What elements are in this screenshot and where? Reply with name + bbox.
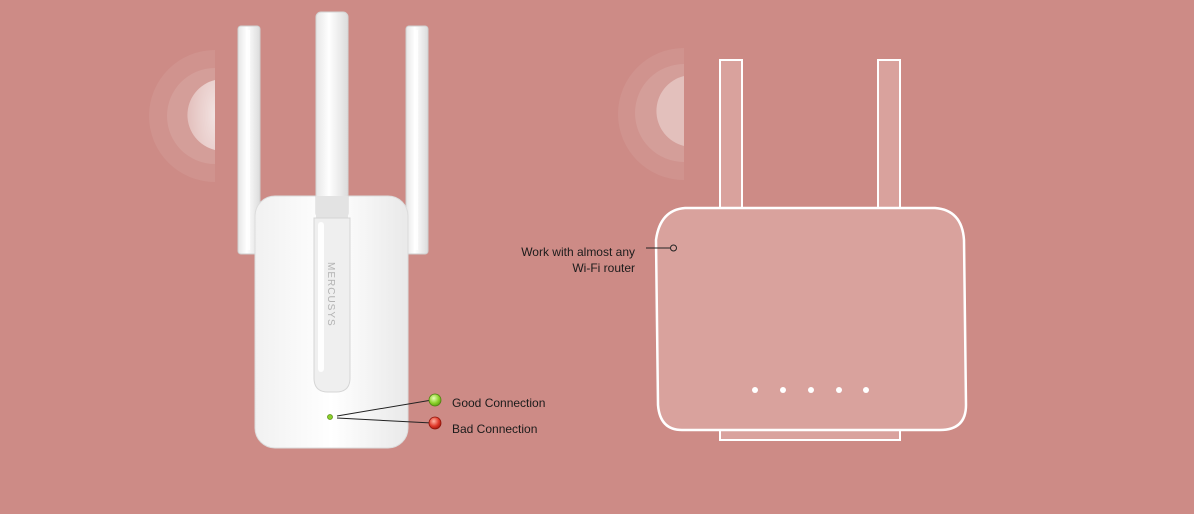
- bad-connection-label: Bad Connection: [452, 422, 538, 436]
- router-compatibility-caption: Work with almost any Wi-Fi router: [521, 245, 635, 275]
- bad-connection-pointer-line: [336, 417, 433, 424]
- router-indicator-lights: [752, 387, 869, 393]
- router-outline-image: [654, 59, 968, 441]
- bad-connection-indicator-icon: [428, 416, 442, 430]
- brand-logo: MERCUSYS: [325, 262, 336, 327]
- good-connection-indicator-icon: [428, 393, 442, 407]
- wifi-signal-waves-right-icon: [618, 48, 684, 180]
- wifi-signal-waves-left-icon: [149, 50, 215, 182]
- good-connection-label: Good Connection: [452, 396, 546, 410]
- router-pointer-dot: [670, 244, 677, 252]
- status-led: [327, 414, 333, 420]
- good-connection-pointer-line: [336, 399, 433, 417]
- range-extender-image: MERCUSYS: [237, 11, 429, 449]
